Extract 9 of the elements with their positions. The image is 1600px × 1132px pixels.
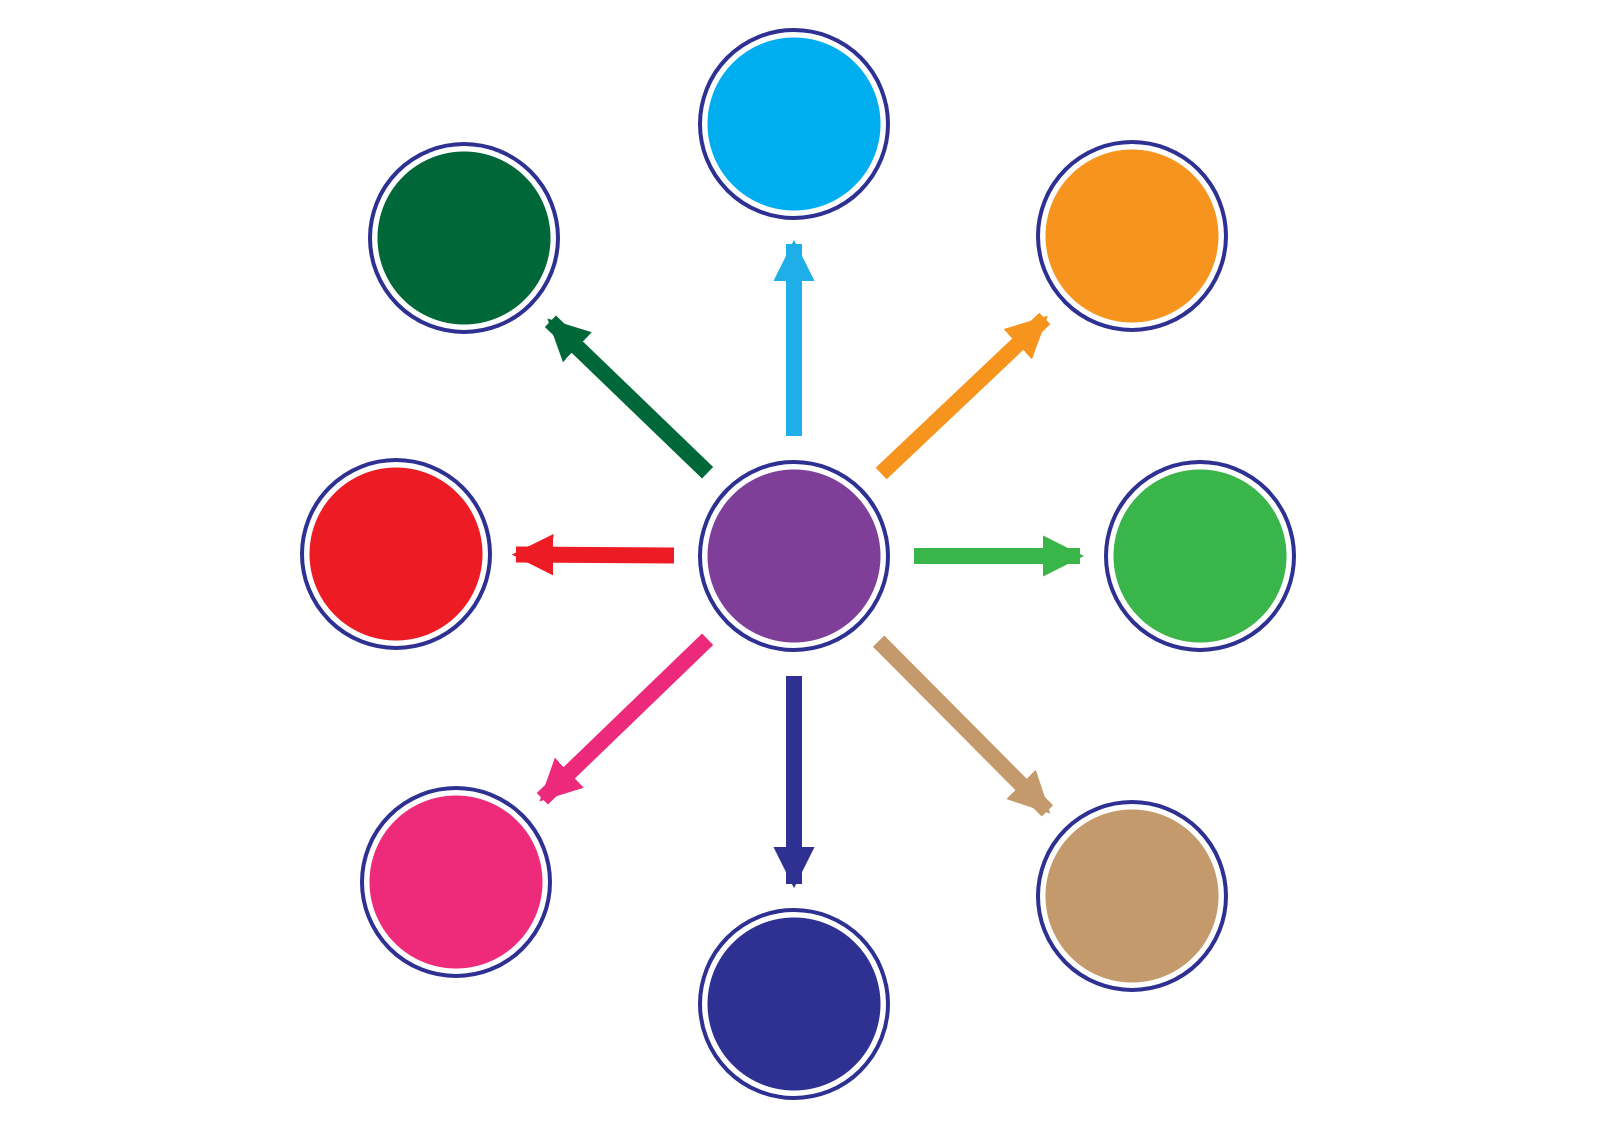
- arrow: [544, 315, 714, 479]
- arrow: [872, 635, 1054, 817]
- arrow: [536, 633, 714, 805]
- arrow: [875, 312, 1051, 480]
- arrow: [773, 239, 815, 436]
- arrow: [511, 534, 675, 576]
- circle-node: [698, 460, 890, 652]
- arrow: [914, 535, 1085, 577]
- arrow: [773, 676, 815, 889]
